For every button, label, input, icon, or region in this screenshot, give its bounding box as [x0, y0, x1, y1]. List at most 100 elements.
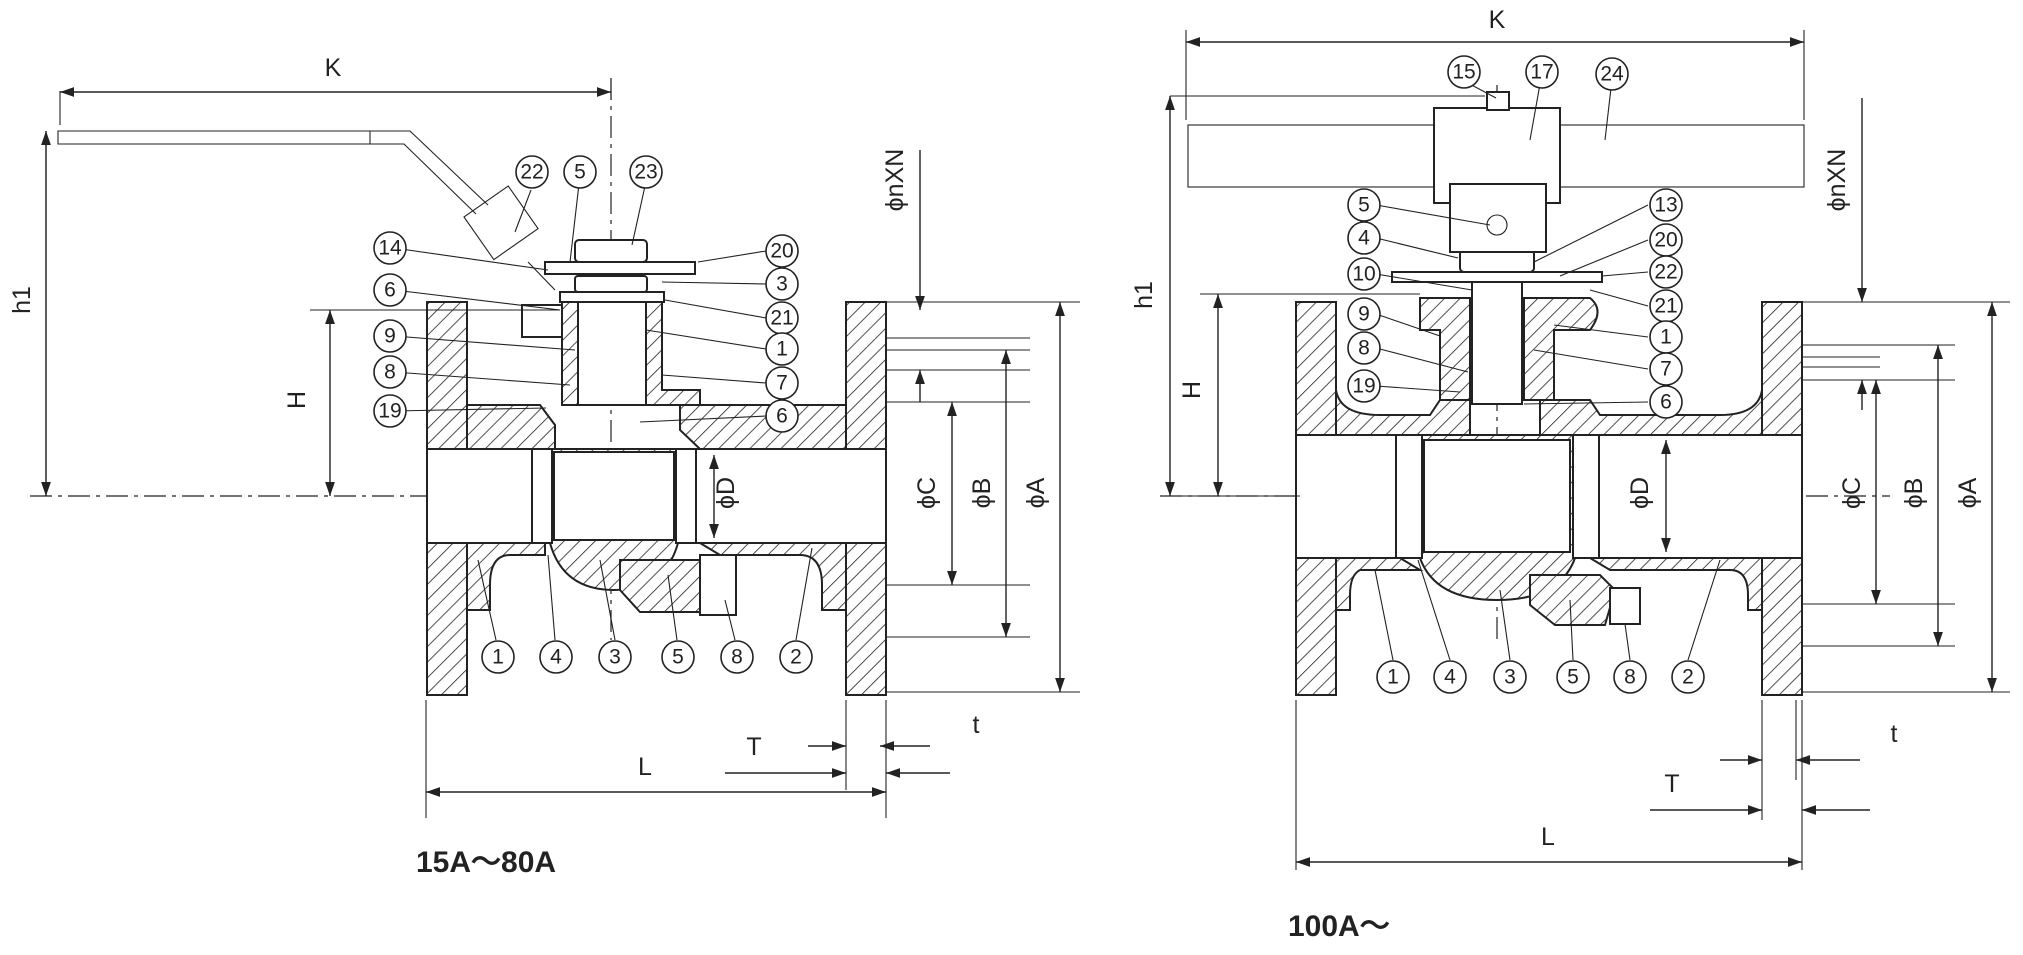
handle-arm — [370, 130, 489, 215]
balloon-1-bottom-large: 1 — [1376, 660, 1410, 694]
svg-text:5: 5 — [1567, 666, 1579, 689]
view-large: K h1 H L ϕnXN ϕC ϕB ϕA ϕD T t — [1130, 6, 2010, 943]
balloon-19-large: 19 — [1347, 369, 1381, 403]
balloon-6-mid: 6 — [765, 399, 799, 433]
balloon-2-bottom: 2 — [779, 640, 813, 674]
dim-T-label-large: T — [1664, 770, 1679, 798]
balloon-6-top: 6 — [373, 273, 407, 307]
svg-text:13: 13 — [1654, 194, 1677, 217]
handle-grip — [463, 185, 539, 261]
handle-lever — [57, 130, 371, 145]
bonnet-right — [645, 299, 701, 406]
dim-T-label: T — [746, 733, 761, 761]
ball-bore — [553, 451, 675, 541]
body-upper-left — [466, 404, 556, 450]
svg-text:20: 20 — [1654, 229, 1677, 252]
balloon-2-bottom-large: 2 — [1671, 660, 1705, 694]
svg-text:14: 14 — [378, 237, 402, 260]
bonnet-right-large — [1523, 297, 1599, 401]
svg-text:5: 5 — [574, 161, 586, 184]
balloon-20-large: 20 — [1649, 223, 1683, 257]
svg-text:21: 21 — [1654, 295, 1677, 318]
dim-K-label-large: K — [1489, 6, 1506, 34]
balloon-1-bottom: 1 — [481, 640, 515, 674]
balloon-4-bottom: 4 — [539, 640, 573, 674]
svg-text:8: 8 — [384, 361, 396, 384]
end-cap — [619, 559, 712, 613]
dim-C-label-large: ϕC — [1838, 477, 1866, 509]
svg-text:8: 8 — [731, 646, 743, 669]
body-lower-right — [696, 542, 847, 611]
svg-text:15: 15 — [1452, 61, 1475, 84]
bonnet-left — [561, 299, 579, 406]
balloon-17: 17 — [1525, 55, 1559, 89]
dim-D-label: ϕD — [712, 477, 740, 509]
balloon-8-top-large: 8 — [1347, 331, 1381, 365]
end-cap-large — [1529, 574, 1617, 626]
handle-head — [1449, 183, 1547, 253]
svg-text:4: 4 — [550, 646, 562, 669]
balloon-21-large: 21 — [1649, 289, 1683, 323]
balloon-23: 23 — [629, 155, 663, 189]
dim-h1-label-large: h1 — [1130, 281, 1158, 309]
dim-nxn-label-large: ϕnXN — [1823, 149, 1851, 212]
svg-text:1: 1 — [776, 338, 788, 361]
seat-right — [675, 448, 697, 544]
balloon-5-bottom-large: 5 — [1556, 660, 1590, 694]
balloon-1-top: 1 — [765, 332, 799, 366]
balloon-5-top-large: 5 — [1347, 188, 1381, 222]
balloon-15: 15 — [1447, 55, 1481, 89]
seat-left — [531, 448, 553, 544]
balloon-5-bottom: 5 — [661, 640, 695, 674]
dim-nxn-label: ϕnXN — [881, 149, 909, 212]
svg-text:5: 5 — [672, 646, 684, 669]
svg-text:3: 3 — [609, 646, 621, 669]
dim-B-label: ϕB — [968, 478, 996, 509]
svg-text:6: 6 — [1660, 391, 1672, 414]
dim-B-label-large: ϕB — [1900, 478, 1928, 509]
balloon-8-top: 8 — [373, 355, 407, 389]
balloon-8-bottom-large: 8 — [1613, 660, 1647, 694]
seat-right-large — [1572, 434, 1600, 559]
svg-text:24: 24 — [1600, 63, 1624, 86]
balloon-5: 5 — [563, 155, 597, 189]
balloon-3-top: 3 — [765, 267, 799, 301]
body-lower-left — [466, 542, 546, 611]
dim-h1-label: h1 — [8, 286, 36, 314]
balloon-20: 20 — [765, 234, 799, 268]
view-small: K h1 H L ϕnXN ϕC ϕB ϕA ϕD T t — [8, 54, 1080, 879]
svg-text:1: 1 — [1387, 666, 1399, 689]
balloon-9: 9 — [373, 319, 407, 353]
svg-text:7: 7 — [1660, 358, 1672, 381]
dim-t-label-large: t — [1891, 720, 1898, 748]
balloon-22: 22 — [515, 155, 549, 189]
svg-text:3: 3 — [1504, 666, 1516, 689]
svg-text:17: 17 — [1530, 61, 1553, 84]
caption-large: 100A～ — [1288, 910, 1390, 943]
dim-H-label: H — [283, 391, 311, 409]
svg-text:3: 3 — [776, 273, 788, 296]
balloon-4-top-large: 4 — [1347, 221, 1381, 255]
dim-t-label: t — [973, 711, 980, 739]
balloon-4-bottom-large: 4 — [1433, 660, 1467, 694]
balloon-10: 10 — [1347, 257, 1381, 291]
svg-text:8: 8 — [1358, 337, 1370, 360]
svg-text:9: 9 — [1358, 303, 1370, 326]
stem-nut — [574, 239, 648, 263]
gland-nut — [574, 275, 648, 293]
dim-C-label: ϕC — [913, 477, 941, 509]
balloon-8-bottom: 8 — [720, 640, 754, 674]
svg-text:22: 22 — [520, 161, 543, 184]
svg-text:8: 8 — [1624, 666, 1636, 689]
svg-text:4: 4 — [1444, 666, 1456, 689]
svg-text:23: 23 — [634, 161, 657, 184]
cap-bolt — [699, 554, 737, 616]
dim-L-label-large: L — [1541, 823, 1555, 851]
body-upper-left-large — [1335, 389, 1471, 436]
svg-text:2: 2 — [1682, 666, 1694, 689]
svg-text:19: 19 — [378, 400, 401, 423]
body-upper-right-large — [1539, 389, 1763, 436]
body-upper-right — [679, 404, 847, 450]
body-lower-left-large — [1335, 557, 1424, 611]
